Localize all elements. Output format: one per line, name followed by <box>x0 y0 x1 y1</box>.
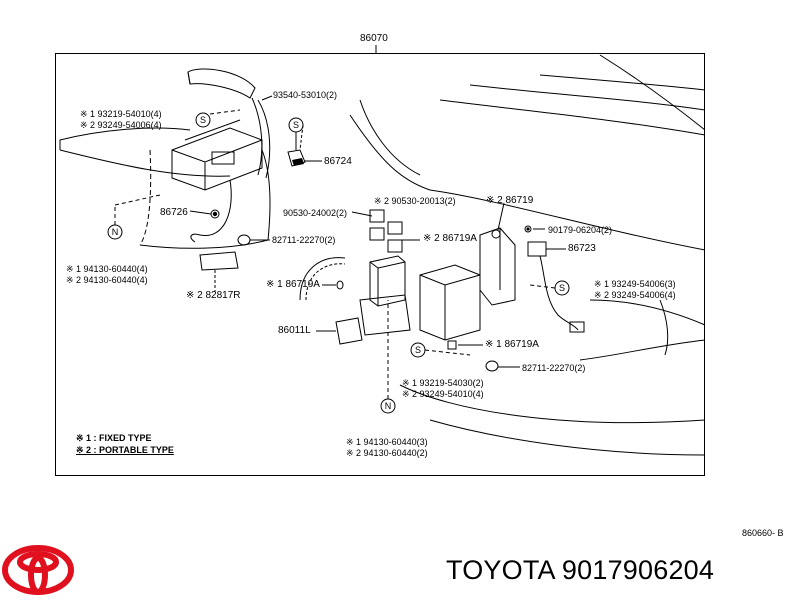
label-86723: 86723 <box>568 243 596 254</box>
s-symbol: S <box>293 120 299 130</box>
label-82711-22270: 82711-22270(2) <box>272 235 336 245</box>
label-86011l: 86011L <box>278 325 311 336</box>
label-93540-53010: 93540-53010(2) <box>273 90 338 100</box>
label-93219-54010: ※ 1 93219-54010(4) <box>80 109 162 119</box>
diagram-frame <box>55 53 705 476</box>
label-93249-54006: ※ 1 93249-54006(3) <box>594 279 676 289</box>
legend-portable-type: ※ 2 : PORTABLE TYPE <box>76 445 174 455</box>
label-86724: 86724 <box>324 156 352 167</box>
reference-code: 860660- B <box>742 528 784 538</box>
label-86726: 86726 <box>160 207 188 218</box>
label-94130-60440: ※ 2 94130-60440(4) <box>66 275 148 285</box>
n-symbol: N <box>112 227 119 237</box>
n-symbol: N <box>385 401 392 411</box>
s-symbol: S <box>415 345 421 355</box>
label-93219-54030: ※ 1 93219-54030(2) <box>402 378 484 388</box>
s-symbol: S <box>559 283 565 293</box>
label-82817r: ※ 2 82817R <box>186 290 241 301</box>
brand-caption: TOYOTA 9017906204 <box>446 555 715 585</box>
label-86719a: ※ 1 86719A <box>266 279 320 290</box>
toyota-emblem-icon <box>2 545 74 595</box>
label-94130-60440: ※ 1 94130-60440(4) <box>66 264 148 274</box>
label-86719: ※ 2 86719 <box>486 195 534 206</box>
label-93249-54010: ※ 2 93249-54010(4) <box>402 389 484 399</box>
s-symbol: S <box>200 115 206 125</box>
label-94130-60440: ※ 1 94130-60440(3) <box>346 437 428 447</box>
legend-fixed-type: ※ 1 : FIXED TYPE <box>76 433 152 443</box>
label-90179-06204: 90179-06204(2) <box>548 225 613 235</box>
label-90530-20013: ※ 2 90530-20013(2) <box>374 196 456 206</box>
label-90530-24002: 90530-24002(2) <box>283 208 348 218</box>
label-86719a: ※ 2 86719A <box>423 233 477 244</box>
assembly-number: 86070 <box>360 33 388 44</box>
label-93249-54006: ※ 2 93249-54006(4) <box>594 290 676 300</box>
label-94130-60440: ※ 2 94130-60440(2) <box>346 448 428 458</box>
label-93249-54006: ※ 2 93249-54006(4) <box>80 120 162 130</box>
label-86719a: ※ 1 86719A <box>485 339 539 350</box>
label-82711-22270: 82711-22270(2) <box>522 363 586 373</box>
